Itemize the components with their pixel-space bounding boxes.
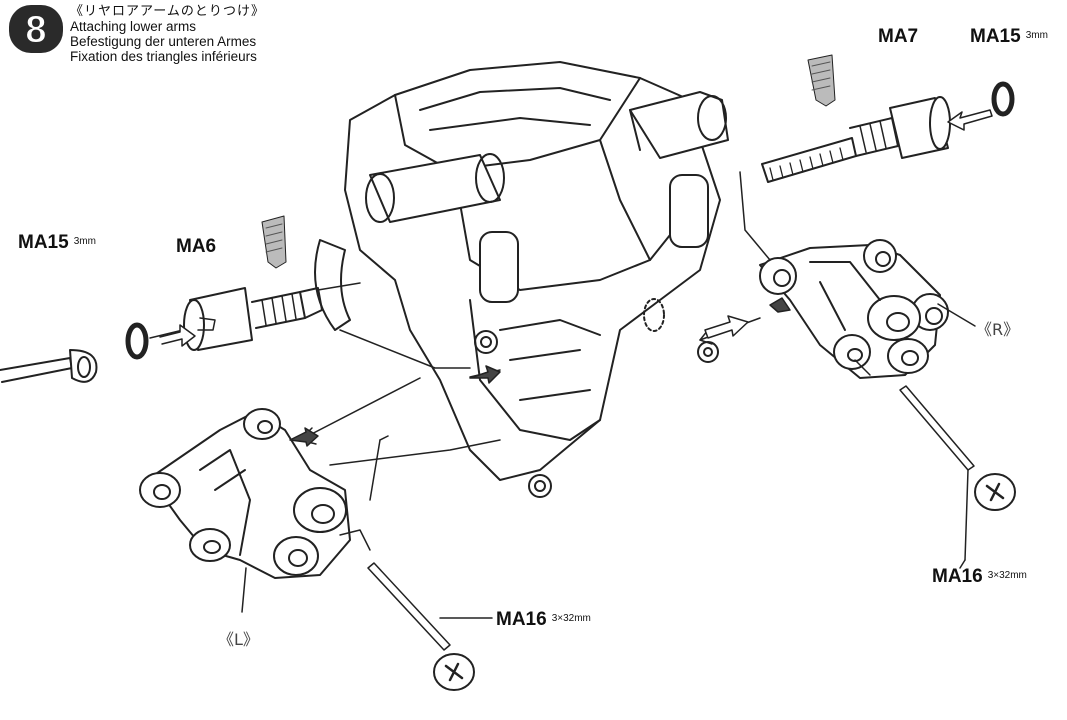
dogbone-shaft — [0, 349, 98, 383]
part-code: MA7 — [878, 26, 919, 47]
washer-right — [947, 81, 1015, 131]
side-label-right: 《R》 — [976, 320, 1020, 339]
title-japanese: 《リヤロアアームのとりつけ》 — [70, 4, 265, 19]
part-label-ma16-right: MA16 3×32mm — [932, 566, 1027, 588]
screw-left — [367, 562, 475, 691]
part-code: MA15 — [970, 26, 1021, 47]
part-label-ma6: MA6 — [176, 236, 216, 258]
grease-indicator-right — [807, 54, 836, 107]
part-size: 3×32mm — [551, 613, 591, 624]
gearbox-housing — [314, 61, 729, 498]
part-code: MA16 — [932, 566, 983, 587]
side-label-left: 《L》 — [218, 630, 259, 649]
step-number-badge: 8 — [9, 5, 63, 53]
step-number: 8 — [25, 9, 46, 51]
part-size: 3×32mm — [987, 570, 1027, 581]
drive-cup-left — [183, 287, 323, 351]
part-label-ma16-left: MA16 3×32mm — [496, 609, 591, 631]
part-label-ma15-left: MA15 3mm — [18, 232, 96, 254]
title-french: Fixation des triangles inférieurs — [70, 49, 257, 64]
part-label-ma7: MA7 — [878, 26, 918, 48]
washer-left — [125, 322, 196, 360]
part-size: 3mm — [73, 236, 96, 247]
title-german: Befestigung der unteren Armes — [70, 34, 257, 49]
part-size: 3mm — [1025, 30, 1048, 41]
part-label-ma15-right: MA15 3mm — [970, 26, 1048, 48]
step-heading: 《リヤロアアームのとりつけ》 Attaching lower arms Befe… — [70, 4, 265, 64]
grease-indicator-left — [261, 215, 287, 269]
part-code: MA16 — [496, 609, 547, 630]
title-english: Attaching lower arms — [70, 19, 197, 34]
lower-arm-left — [139, 408, 351, 579]
drive-cup-right — [761, 96, 951, 183]
part-code: MA6 — [176, 236, 217, 257]
screw-right — [899, 385, 1016, 511]
lower-arm-right — [759, 239, 949, 379]
part-code: MA15 — [18, 232, 69, 253]
assembly-guides — [241, 171, 976, 619]
